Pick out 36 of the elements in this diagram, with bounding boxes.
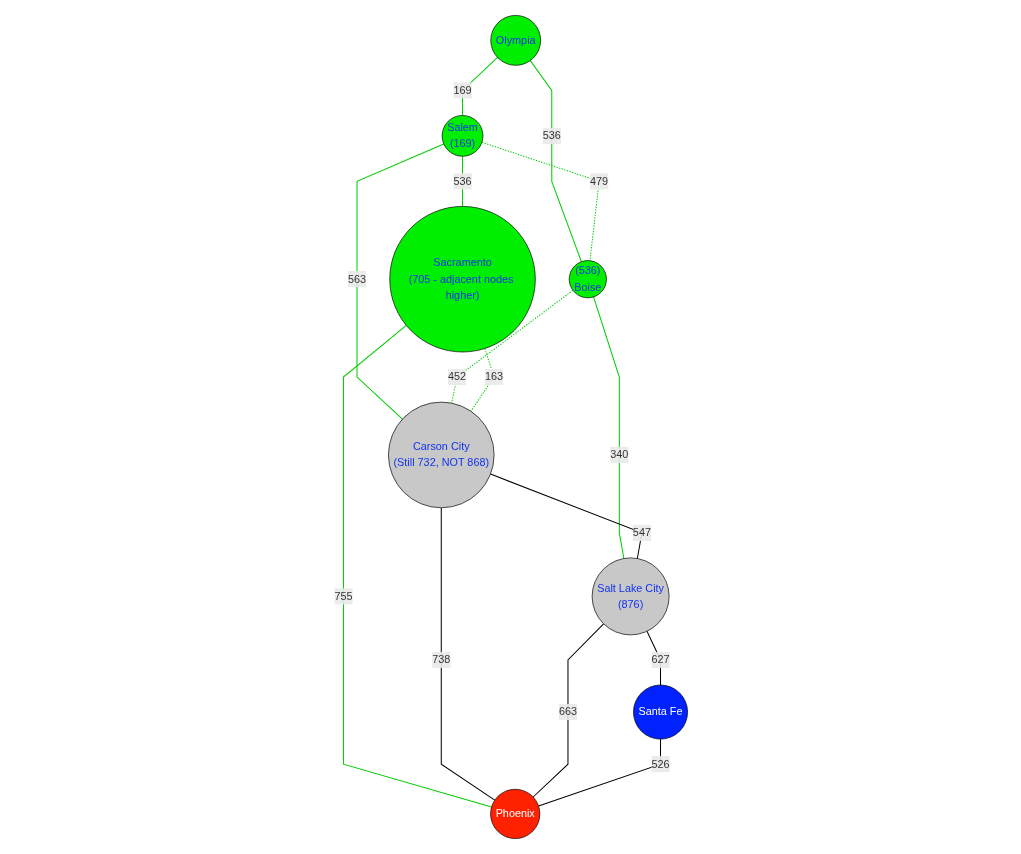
connector bbox=[461, 56, 498, 116]
edge-label: 163 bbox=[484, 370, 503, 383]
edge-label: 627 bbox=[650, 653, 670, 666]
connector bbox=[489, 473, 642, 559]
connector bbox=[529, 60, 582, 263]
node-circle: Salt Lake City (876) bbox=[591, 557, 669, 636]
edge-label: 536 bbox=[453, 175, 472, 187]
edge-label: 479 bbox=[589, 175, 608, 187]
edge-label: 340 bbox=[609, 448, 628, 461]
connector bbox=[592, 296, 624, 559]
node-circle: Sacramento (705 - adjacent nodes higher) bbox=[388, 206, 536, 353]
connector bbox=[450, 289, 573, 404]
edge-label: 663 bbox=[558, 705, 577, 718]
node-circle: Phoenix bbox=[489, 788, 540, 839]
connector bbox=[342, 324, 492, 808]
edge-label: 755 bbox=[333, 590, 352, 602]
node-circle: Salem (169) bbox=[441, 115, 483, 157]
node-circle: Santa Fe bbox=[632, 684, 688, 740]
edge-label: 452 bbox=[447, 370, 466, 383]
connector bbox=[646, 630, 661, 686]
connector bbox=[469, 348, 495, 412]
node-circle: Olympia bbox=[489, 15, 541, 66]
connector bbox=[480, 141, 600, 262]
connector bbox=[440, 507, 495, 801]
edge-label: 169 bbox=[453, 84, 472, 96]
connector bbox=[532, 623, 604, 798]
edge-label: 536 bbox=[542, 129, 561, 142]
edge-label: 547 bbox=[632, 526, 651, 539]
node-circle: (536) Boise bbox=[568, 260, 607, 299]
connector bbox=[537, 738, 661, 807]
edge-label: 526 bbox=[650, 758, 670, 770]
node-circle: Carson City (Still 732, NOT 868) bbox=[387, 401, 494, 509]
edge-label: 563 bbox=[347, 273, 366, 285]
edge-label: 738 bbox=[431, 653, 450, 666]
connector bbox=[461, 155, 463, 207]
connector bbox=[356, 143, 444, 420]
